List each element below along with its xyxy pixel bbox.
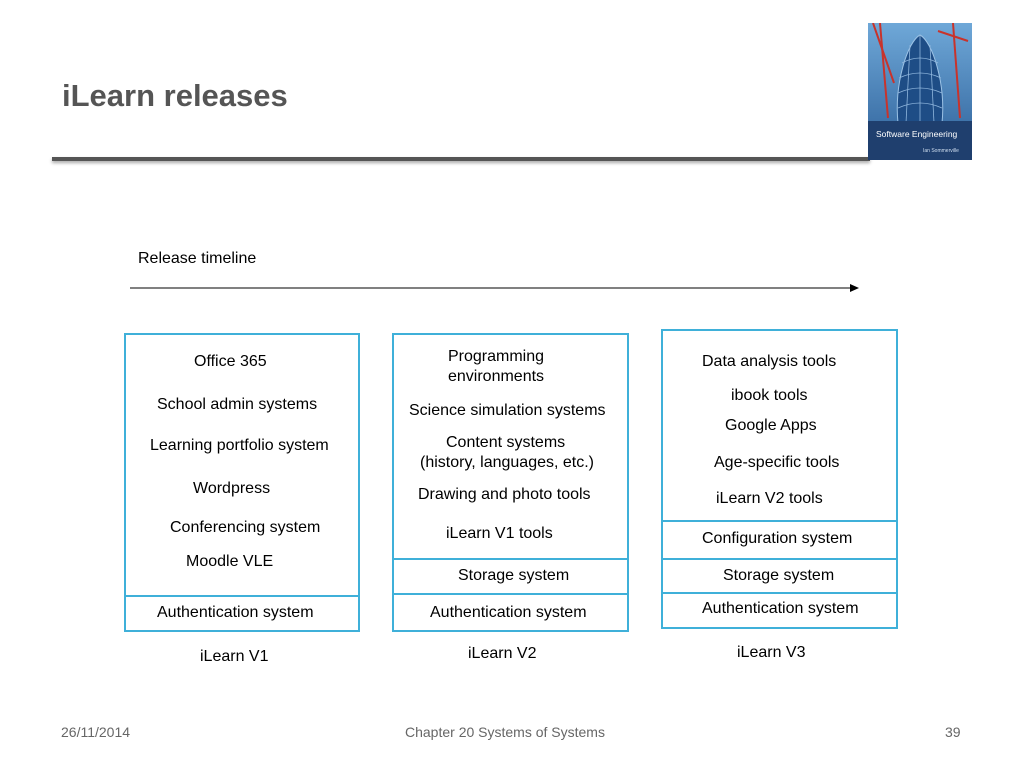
v2-tool-environments: environments — [448, 368, 545, 385]
v3-tool-google-apps: Google Apps — [725, 417, 817, 434]
v2-tool-science-simulation: Science simulation systems — [409, 402, 606, 419]
release-v2-storage-divider — [394, 558, 627, 560]
v1-tool-school-admin: School admin systems — [157, 396, 318, 413]
v3-tool-ilearn-v2: iLearn V2 tools — [716, 490, 823, 507]
v3-tool-data-analysis: Data analysis tools — [702, 353, 837, 370]
release-v3-box — [661, 329, 898, 629]
book-cover-image: Software Engineering Ian Sommerville — [868, 23, 972, 160]
v2-auth-system: Authentication system — [430, 604, 587, 621]
timeline-label: Release timeline — [138, 250, 257, 267]
v1-tool-office365: Office 365 — [194, 353, 267, 370]
footer-date: 26/11/2014 — [61, 724, 131, 740]
release-v2-label: iLearn V2 — [468, 645, 537, 662]
release-v3-auth-divider — [663, 592, 896, 594]
v1-tool-moodle: Moodle VLE — [186, 553, 274, 570]
release-v2-box — [392, 333, 629, 632]
v2-tool-content-systems: Content systems — [446, 434, 566, 451]
v3-configuration-system: Configuration system — [702, 530, 853, 547]
v3-tool-age-specific: Age-specific tools — [714, 454, 840, 471]
v2-storage-system: Storage system — [458, 567, 570, 584]
svg-text:Software Engineering: Software Engineering — [876, 129, 958, 139]
v3-storage-system: Storage system — [723, 567, 835, 584]
release-v3-label: iLearn V3 — [737, 644, 806, 661]
v1-tool-wordpress: Wordpress — [193, 480, 271, 497]
slide-title: iLearn releases — [62, 78, 288, 113]
footer-chapter: Chapter 20 Systems of Systems — [405, 724, 605, 740]
release-v3-config-divider — [663, 520, 896, 522]
title-rule — [52, 157, 870, 161]
timeline-arrow — [130, 281, 860, 293]
v3-auth-system: Authentication system — [702, 600, 859, 617]
v2-tool-ilearn-v1: iLearn V1 tools — [446, 525, 553, 542]
release-v3-storage-divider — [663, 558, 896, 560]
v1-auth-system: Authentication system — [157, 604, 314, 621]
release-v1-box — [124, 333, 360, 632]
v1-tool-learning-portfolio: Learning portfolio system — [150, 437, 329, 454]
v2-tool-content-detail: (history, languages, etc.) — [420, 454, 595, 471]
v1-tool-conferencing: Conferencing system — [170, 519, 321, 536]
svg-text:Ian Sommerville: Ian Sommerville — [923, 148, 959, 154]
release-v1-label: iLearn V1 — [200, 648, 269, 665]
v2-tool-programming: Programming — [448, 348, 545, 365]
v2-tool-drawing-photo: Drawing and photo tools — [418, 486, 591, 503]
v3-tool-ibook: ibook tools — [731, 387, 808, 404]
release-v2-auth-divider — [394, 593, 627, 595]
release-v1-auth-divider — [126, 595, 358, 597]
footer-page-number: 39 — [945, 724, 961, 740]
